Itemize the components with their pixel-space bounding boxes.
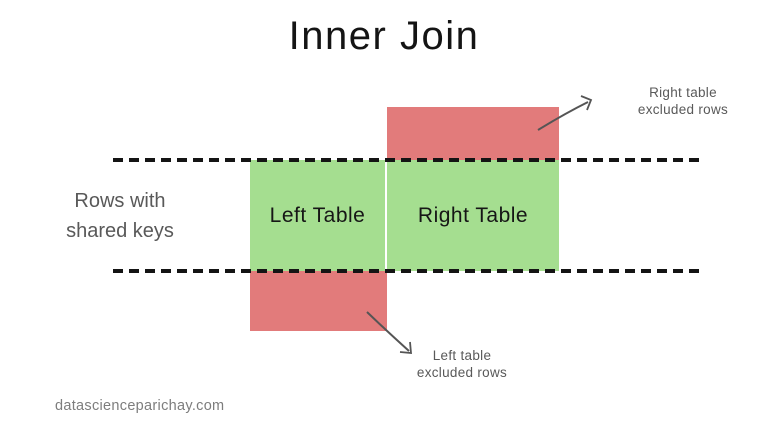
right-table-box: Right Table	[387, 160, 559, 271]
left-table-label: Left Table	[269, 203, 366, 227]
right-excluded-note: Right table excluded rows	[608, 84, 758, 118]
left-table-box: Left Table	[250, 160, 385, 271]
left-excluded-note: Left table excluded rows	[387, 347, 537, 381]
left-excluded-note-line1: Left table	[432, 348, 492, 363]
shared-keys-note-line2: shared keys	[66, 220, 174, 242]
right-excluded-note-line1: Right table	[649, 85, 717, 100]
watermark: datascienceparichay.com	[55, 398, 225, 414]
right-table-excluded-box	[387, 107, 559, 160]
left-table-excluded-box	[250, 271, 387, 331]
right-table-label: Right Table	[417, 203, 529, 227]
left-excluded-note-line2: excluded rows	[416, 365, 508, 380]
shared-keys-note-line1: Rows with	[74, 190, 166, 212]
right-excluded-note-line2: excluded rows	[637, 102, 729, 117]
shared-keys-note: Rows with shared keys	[30, 186, 210, 246]
diagram-title: Inner Join	[288, 14, 480, 58]
